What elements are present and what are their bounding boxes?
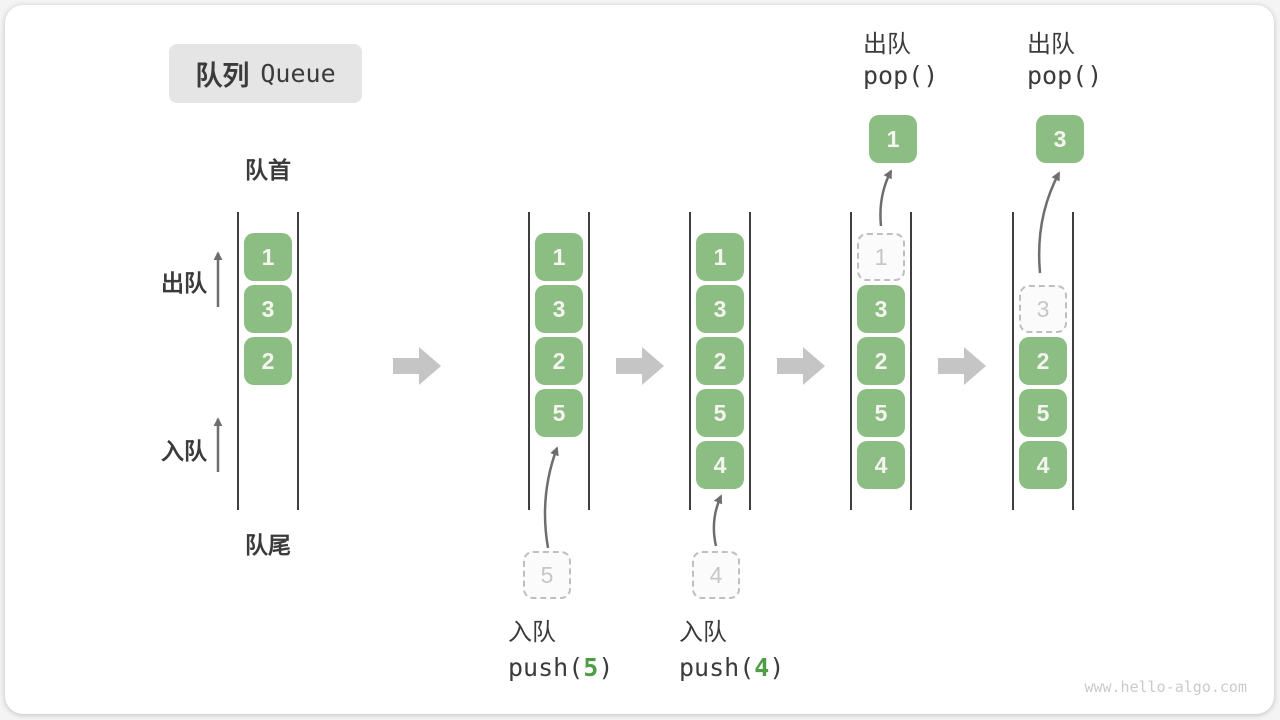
queue-box: 2 xyxy=(1019,337,1067,385)
queue-ghost-box: 1 xyxy=(857,233,905,281)
queue-box: 2 xyxy=(857,337,905,385)
queue-wall-left xyxy=(1012,212,1014,510)
queue-box: 4 xyxy=(696,441,744,489)
op-label: 出队 xyxy=(863,31,911,58)
op-label: 入队 xyxy=(679,619,727,646)
title-en: Queue xyxy=(260,59,336,88)
queue-wall-right xyxy=(910,212,912,510)
op-code: push(5) xyxy=(508,653,614,682)
queue-ghost-box: 3 xyxy=(1019,285,1067,333)
op-arg: 5 xyxy=(583,653,599,682)
label-enqueue: 入队 xyxy=(161,438,207,464)
queue-box: 5 xyxy=(857,389,905,437)
queue-wall-right xyxy=(297,212,299,510)
title-badge: 队列 Queue xyxy=(169,44,362,103)
queue-box: 1 xyxy=(535,233,583,281)
queue-wall-left xyxy=(237,212,239,510)
queue-wall-right xyxy=(749,212,751,510)
op-code: pop() xyxy=(1027,61,1103,90)
queue-box: 2 xyxy=(244,337,292,385)
label-queue-rear: 队尾 xyxy=(245,532,291,558)
incoming-ghost-box: 5 xyxy=(523,551,571,599)
diagram-card xyxy=(5,5,1274,714)
queue-wall-left xyxy=(528,212,530,510)
op-code: pop() xyxy=(863,61,939,90)
queue-box: 4 xyxy=(857,441,905,489)
popped-box: 1 xyxy=(869,115,917,163)
label-dequeue: 出队 xyxy=(161,270,207,296)
queue-box: 3 xyxy=(244,285,292,333)
queue-box: 2 xyxy=(535,337,583,385)
op-label: 出队 xyxy=(1027,31,1075,58)
op-code: push(4) xyxy=(679,653,785,682)
op-arg: 4 xyxy=(754,653,770,682)
incoming-ghost-box: 4 xyxy=(692,551,740,599)
queue-wall-left xyxy=(689,212,691,510)
queue-box: 4 xyxy=(1019,441,1067,489)
queue-wall-right xyxy=(1072,212,1074,510)
queue-box: 5 xyxy=(1019,389,1067,437)
queue-box: 3 xyxy=(696,285,744,333)
queue-box: 5 xyxy=(696,389,744,437)
label-queue-front: 队首 xyxy=(245,157,291,183)
op-label: 入队 xyxy=(508,619,556,646)
queue-box: 1 xyxy=(244,233,292,281)
queue-wall-left xyxy=(850,212,852,510)
queue-box: 3 xyxy=(535,285,583,333)
queue-box: 5 xyxy=(535,389,583,437)
queue-box: 3 xyxy=(857,285,905,333)
watermark: www.hello-algo.com xyxy=(1084,678,1247,696)
queue-box: 1 xyxy=(696,233,744,281)
queue-wall-right xyxy=(588,212,590,510)
title-zh: 队列 xyxy=(195,61,250,91)
popped-box: 3 xyxy=(1036,115,1084,163)
queue-box: 2 xyxy=(696,337,744,385)
